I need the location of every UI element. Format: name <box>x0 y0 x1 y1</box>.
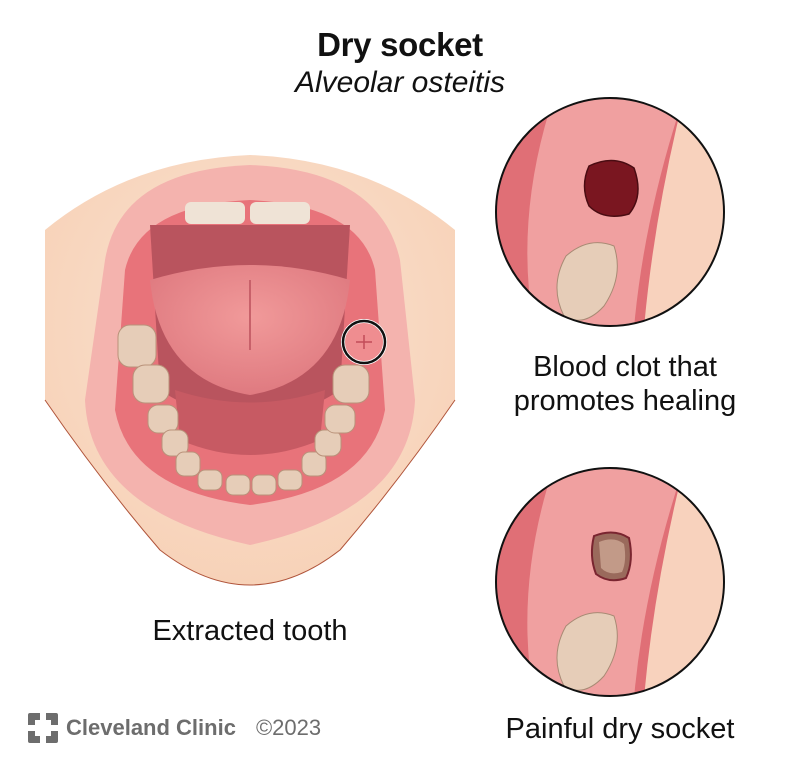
dry-socket-illustration <box>495 467 725 697</box>
page-subtitle: Alveolar osteitis <box>294 66 506 99</box>
footer: Cleveland Clinic ©2023 <box>28 713 321 743</box>
copyright: ©2023 <box>255 715 322 740</box>
blood-clot-label: Blood clot that promotes healing <box>490 350 760 418</box>
extracted-tooth-label: Extracted tooth <box>152 615 348 647</box>
blood-clot-label-line2: promotes healing <box>513 385 737 417</box>
blood-clot-socket-illustration <box>495 97 725 327</box>
page-title: Dry socket <box>317 26 483 63</box>
blood-clot-label-line1: Blood clot that <box>533 351 717 383</box>
cleveland-clinic-logo <box>28 713 58 743</box>
open-mouth-illustration <box>44 155 456 586</box>
dry-socket-label: Painful dry socket <box>505 713 735 745</box>
brand-name: Cleveland Clinic <box>66 715 236 740</box>
